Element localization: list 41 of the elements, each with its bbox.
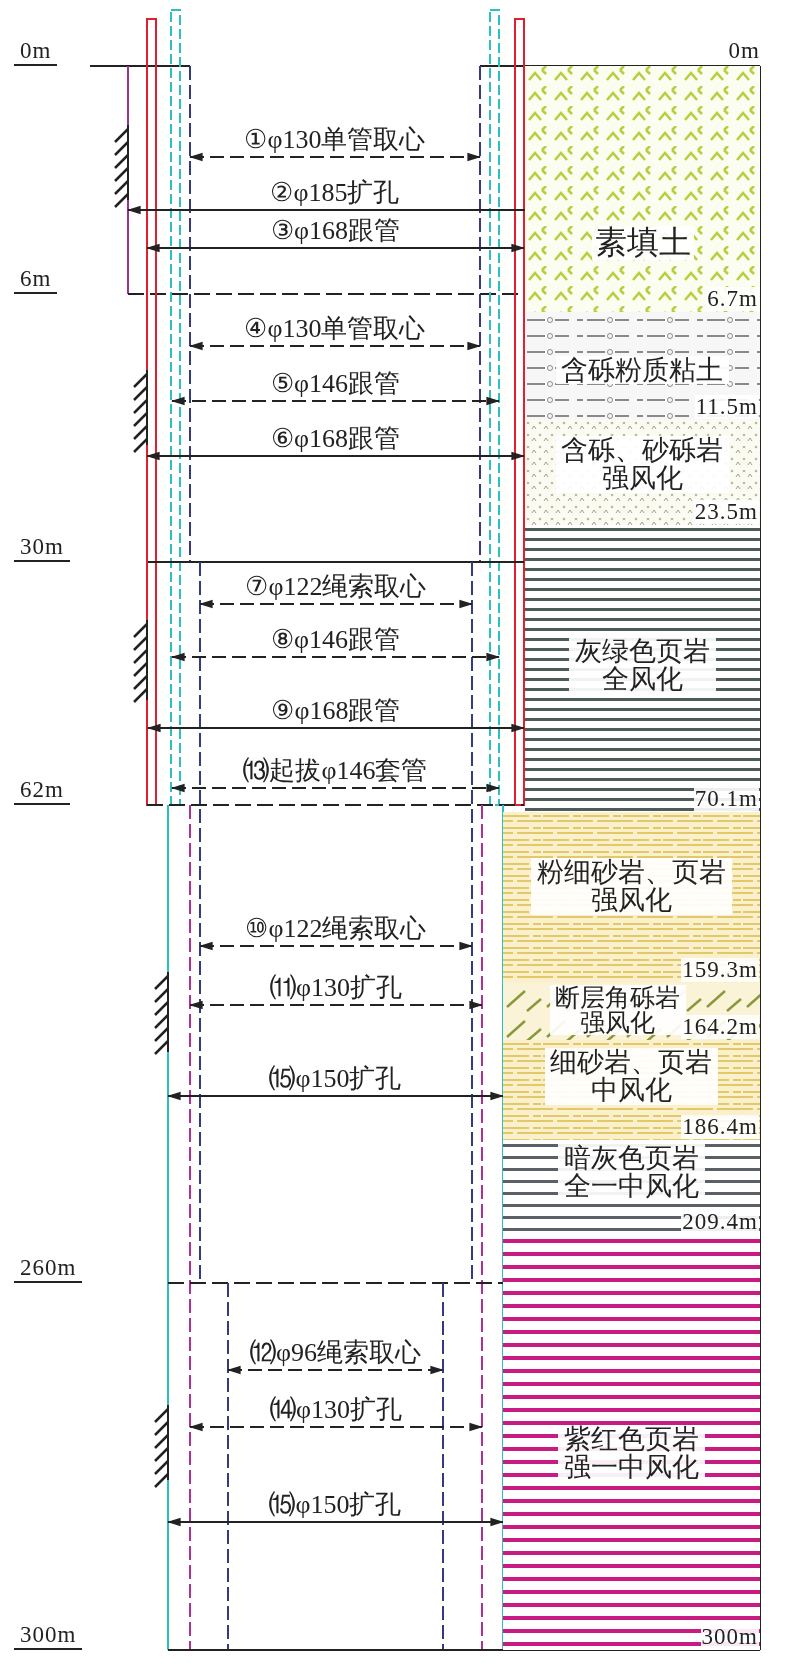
depth-label: 6.7m [706, 287, 759, 311]
stratum-name: 细砂岩、页岩中风化 [544, 1048, 719, 1105]
dimension-label: ⑿φ96绳索取心 [250, 1338, 421, 1368]
dimension-label: ③φ168跟管 [271, 216, 400, 246]
stratum-band [525, 525, 760, 812]
depth-label: 23.5m [693, 500, 759, 524]
stratum-band [525, 312, 760, 420]
stratum-band [503, 983, 760, 1040]
dimension-label: ⑦φ122绳索取心 [245, 572, 427, 602]
dimension-label: ①φ130单管取心 [244, 125, 426, 155]
depth-label: 159.3m [681, 958, 759, 982]
dimension-label: ②φ185扩孔 [270, 178, 400, 208]
stratum-band [503, 1140, 760, 1235]
stratum-band [525, 66, 760, 312]
depth-label: 186.4m [681, 1115, 759, 1139]
dimension-label: ⑩φ122绳索取心 [245, 914, 427, 944]
stratum-name: 暗灰色页岩全一中风化 [558, 1144, 705, 1201]
stratum-name: 素填土 [591, 226, 694, 260]
dimension-label: ⑥φ168跟管 [271, 424, 400, 454]
dimension-label: ⒂φ150扩孔 [269, 1064, 402, 1094]
dimension-label: ⒁φ130扩孔 [270, 1395, 402, 1425]
stratum-name: 灰绿色页岩全风化 [569, 637, 716, 694]
dimension-label: ⑤φ146跟管 [271, 369, 400, 399]
depth-label: 164.2m [681, 1015, 759, 1039]
stratum-name: 含砾粉质粘土 [555, 356, 730, 385]
depth-label: 70.1m [693, 787, 759, 811]
stratum-band [503, 812, 760, 983]
stratum-name: 粉细砂岩、页岩强风化 [531, 858, 732, 915]
dimension-label: ⑧φ146跟管 [271, 625, 400, 655]
dimension-label: ⑾φ130扩孔 [270, 973, 402, 1003]
stratum-band [525, 420, 760, 525]
dimension-label: ④φ130单管取心 [244, 314, 426, 344]
depth-label: 0m [728, 38, 760, 64]
dimension-label: ⒀起拔φ146套管 [243, 756, 428, 786]
dimension-label: ⑨φ168跟管 [271, 696, 401, 726]
stratum-name: 含砾、砂砾岩强风化 [555, 436, 730, 493]
stratum-band [503, 1040, 760, 1140]
stratum-name: 紫红色页岩强一中风化 [558, 1425, 705, 1482]
depth-label: 11.5m [694, 395, 759, 419]
dimension-label: ⒂φ150扩孔 [269, 1490, 402, 1520]
stratum-band [503, 1235, 760, 1650]
